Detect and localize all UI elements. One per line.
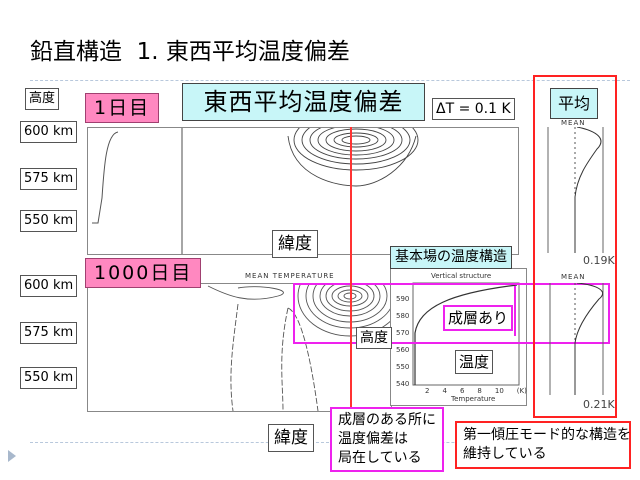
inset-y-tick: 580 [396,312,410,320]
mean-temperature-caption: MEAN TEMPERATURE [245,272,335,280]
mean-profile-bottom-curve [549,282,604,395]
altitude-label: 高度 [25,88,60,110]
inset-altitude-label: 高度 [356,327,392,349]
note-line: 第一傾圧モード的な構造を [463,427,631,443]
mean-caption-bottom: MEAN [561,273,586,281]
inset-x-tick: 6 [459,387,465,395]
note-line: 成層のある所に [338,412,436,428]
mean-profile-top-curve [547,126,604,253]
day1000-label: 1000日目 [85,258,202,288]
day1-label: 1日目 [85,93,160,123]
mean-profile-top [547,126,605,253]
latitude-label-top: 緯度 [272,230,318,258]
stratified-label: 成層あり [443,305,514,331]
inset-y-tick: 590 [396,295,410,303]
inset-y-tick: 540 [396,380,410,388]
stratified-arrow [514,286,516,336]
note-line: 維持している [463,446,547,462]
vertical-structure-inset: Vertical structure 590 580 570 560 550 5… [390,268,527,406]
mean-caption-top: MEAN [561,119,586,127]
inset-x-tick: 8 [477,387,482,395]
inset-temperature-label: 温度 [455,350,494,374]
inset-x-tick: 2 [425,387,430,395]
inset-x-caption: Temperature [451,395,496,403]
day1000-contour-plot [87,283,392,412]
mean-profile-bottom [547,282,605,395]
inset-y-tick: 560 [396,346,410,354]
mean-panel-highlight [533,75,617,418]
note-line: 温度偏差は [338,431,408,447]
latitude-label-bottom: 緯度 [268,424,314,452]
basic-state-heading: 基本場の温度構造 [390,246,512,269]
slide-title: 鉛直構造 1. 東西平均温度偏差 [30,39,350,65]
altitude-tick: 575 km [20,168,78,190]
altitude-tick: 600 km [20,275,78,297]
inset-x-tick: 10 [494,387,504,395]
note-line: 局在している [338,450,422,466]
mean-value-top: 0.19K [583,254,615,267]
altitude-tick: 550 km [20,210,78,232]
vertical-structure-caption: Vertical structure [431,272,492,280]
equator-marker-line [350,127,352,410]
inset-y-tick: 570 [396,329,410,337]
mean-value-bottom: 0.21K [583,398,615,411]
stratified-region-highlight [293,283,610,344]
top-divider [30,80,630,81]
inset-y-tick: 550 [396,363,410,371]
inset-x-unit: (K) [516,387,527,395]
delta-t-label: ΔT = 0.1 K [432,98,515,120]
main-heading: 東西平均温度偏差 [182,83,425,121]
day1-contours [92,128,419,254]
altitude-tick: 600 km [20,121,78,143]
note-baroclinic: 第一傾圧モード的な構造を 維持している [455,421,631,469]
note-localized: 成層のある所に 温度偏差は 局在している [330,407,444,472]
slide-bullet-icon [8,450,16,462]
altitude-tick: 550 km [20,367,78,389]
mean-label: 平均 [550,88,598,119]
altitude-tick: 575 km [20,322,78,344]
inset-x-tick: 4 [442,387,447,395]
